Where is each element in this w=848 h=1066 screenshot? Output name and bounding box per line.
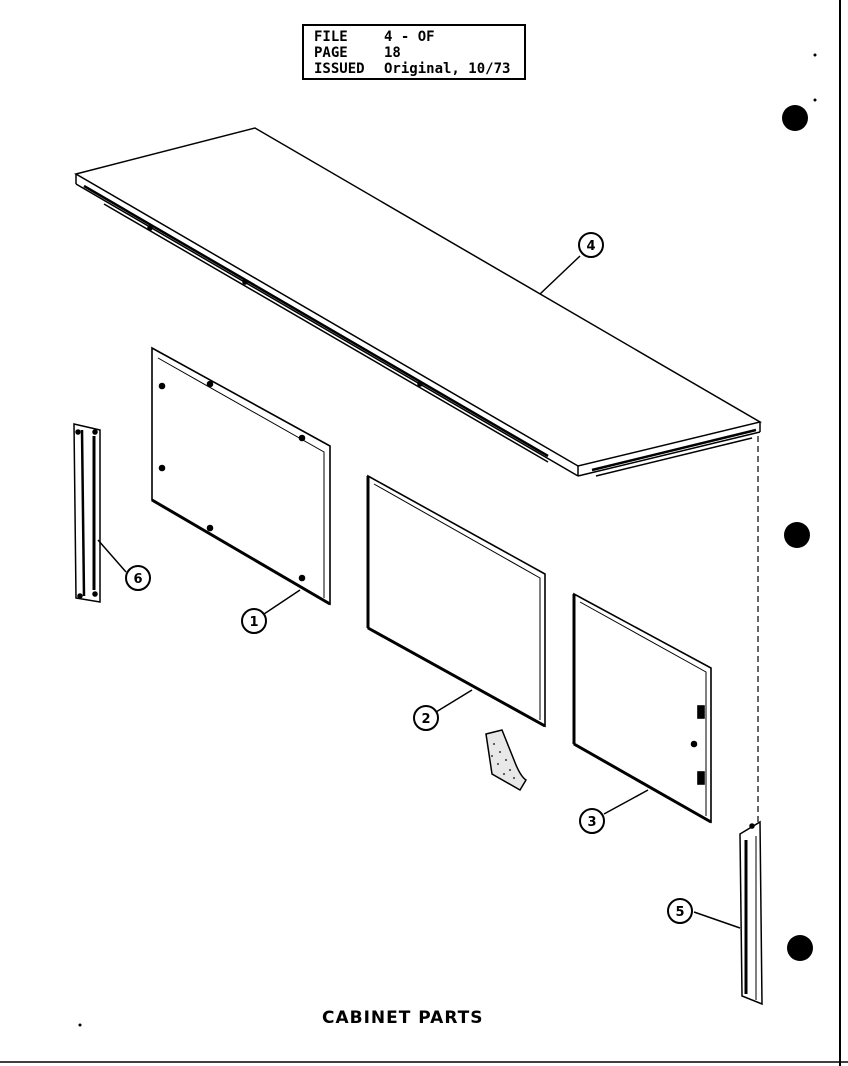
callout-5: 5 <box>667 898 693 924</box>
part-6-corner-post <box>73 423 101 603</box>
stray-mark <box>813 98 817 102</box>
insulation-texture <box>491 743 515 779</box>
callout-1: 1 <box>241 608 267 634</box>
part-4-top-panel <box>74 127 762 477</box>
callout-4: 4 <box>578 232 604 258</box>
binder-hole-middle <box>784 522 810 548</box>
part-5-corner-post <box>739 820 763 1006</box>
file-row: FILE 4 - OF <box>314 29 524 45</box>
callout-5-label: 5 <box>675 905 684 920</box>
file-info-box: FILE 4 - OF PAGE 18 ISSUED Original, 10/… <box>302 24 526 80</box>
callout-1-label: 1 <box>249 615 258 630</box>
callout-6-label: 6 <box>133 572 142 587</box>
callout-6: 6 <box>125 565 151 591</box>
page-value: 18 <box>384 45 401 61</box>
page-label: PAGE <box>314 45 348 61</box>
callout-4-label: 4 <box>586 239 595 254</box>
leader-lines <box>97 255 741 929</box>
callout-2: 2 <box>413 705 439 731</box>
stray-mark <box>813 53 817 57</box>
diagram-caption: CABINET PARTS <box>322 1008 484 1028</box>
callout-2-label: 2 <box>421 712 430 727</box>
binder-hole-top <box>782 105 808 131</box>
binder-hole-bottom <box>787 935 813 961</box>
part-1-panel <box>151 346 331 606</box>
file-label: FILE <box>314 29 348 45</box>
issued-value: Original, 10/73 <box>384 61 511 77</box>
file-value: 4 - OF <box>384 29 435 45</box>
part-2-panel <box>366 474 546 728</box>
stray-mark <box>78 1023 82 1027</box>
callout-3: 3 <box>579 808 605 834</box>
page-row: PAGE 18 <box>314 45 524 61</box>
issued-row: ISSUED Original, 10/73 <box>314 61 524 77</box>
issued-label: ISSUED <box>314 61 365 77</box>
part-3-panel <box>572 592 712 824</box>
callout-3-label: 3 <box>587 815 596 830</box>
